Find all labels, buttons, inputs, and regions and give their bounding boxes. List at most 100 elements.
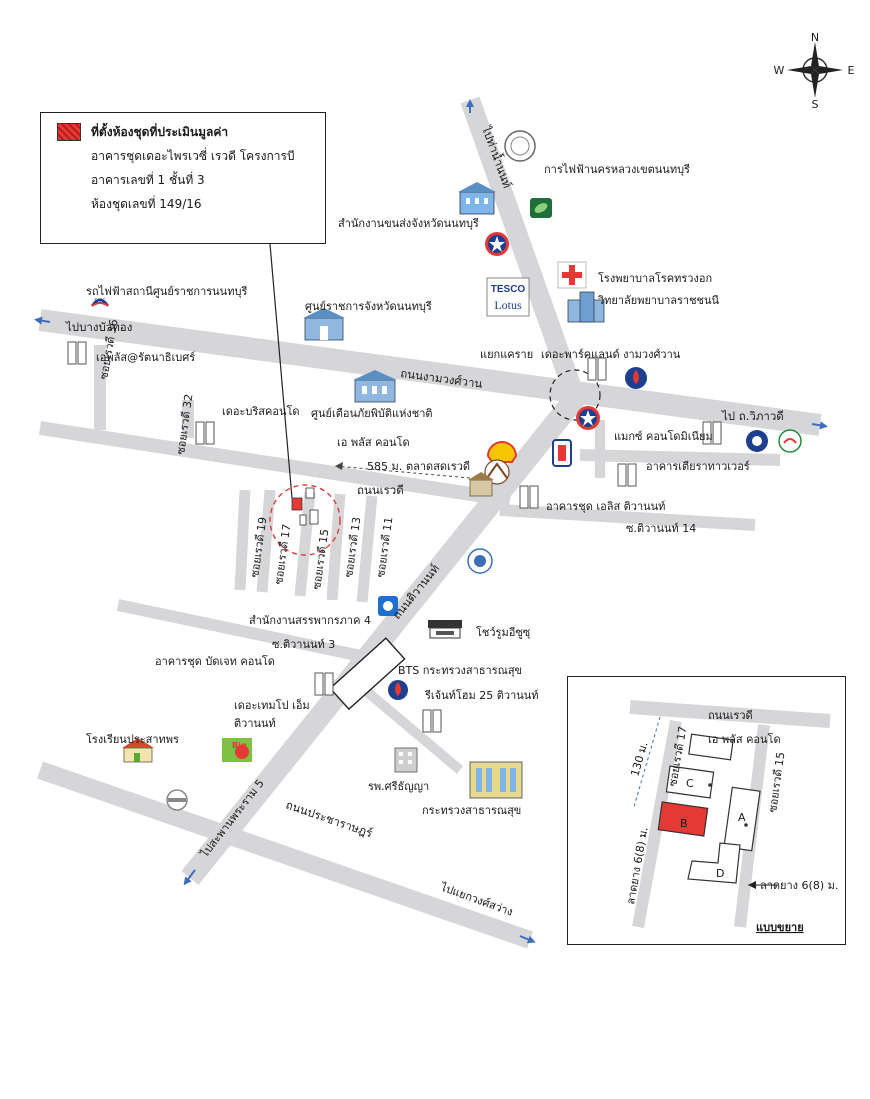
label-chest-hospital: โรงพยาบาลโรคทรวงอก xyxy=(598,271,712,285)
shell-logo-icon xyxy=(486,441,518,463)
label-bts-nonthaburi: รถไฟฟ้าสถานีศูนย์ราชการนนทบุรี xyxy=(86,285,247,298)
label-gov-center: ศูนย์ราชการจังหวัดนนทบุรี xyxy=(305,300,432,313)
label-srithanya: รพ.ศรีธัญญา xyxy=(368,780,429,793)
inset-label-a: A xyxy=(738,811,746,824)
inset-detail-map: ถนนเรวดี 130 ม. ซอยเรวดี 17 ซอยเรวดี 15 … xyxy=(567,676,846,945)
label-the-bliss: เดอะบริสคอนโด xyxy=(222,404,300,418)
ptt-logo-icon xyxy=(625,367,647,389)
road-rewadi xyxy=(38,421,512,507)
label-revenue-office: สำนักงานสรรพากรภาค 4 xyxy=(249,614,371,627)
srithanya-hospital-icon xyxy=(394,747,418,773)
label-the-park-land: เดอะพาร์คแลนด์ งามวงศ์วาน xyxy=(541,348,681,361)
fuel-station-logo-icon xyxy=(552,439,572,467)
label-soi-tiwanon-3: ซ.ติวานนท์ 3 xyxy=(272,638,335,651)
legend-pointer xyxy=(269,243,293,499)
inset-aplus-building xyxy=(688,733,734,761)
svg-text:BTS: BTS xyxy=(94,298,106,305)
label-tiara-tower: อาคารเตียราทาวเวอร์ xyxy=(646,460,750,473)
pea-logo-icon xyxy=(504,130,536,162)
inset-label-b: B xyxy=(680,817,688,830)
roads xyxy=(37,96,822,949)
condo-icons xyxy=(67,341,722,733)
label-budget-condo: อาคารชุด บัดเจท คอนโด xyxy=(155,654,275,668)
kbank-logo-icon xyxy=(778,429,802,453)
label-aplus-condo: เอ พลัส คอนโด xyxy=(337,435,410,449)
label-isuzu: โชว์รูมอีซูซุ xyxy=(476,625,531,639)
big-c-logo-icon: Big xyxy=(222,738,252,762)
road-tiwanon xyxy=(181,388,587,885)
label-khae-rai: แยกแคราย xyxy=(480,348,533,361)
label-nursing-college: วิทยาลัยพยาบาลราชชนนี xyxy=(597,294,719,307)
legend-line-3: อาคารเลขที่ 1 ชั้นที่ 3 xyxy=(91,173,205,187)
condo-icon xyxy=(422,709,442,733)
label-bts-ministry: BTS กระทรวงสาธารณสุข xyxy=(398,664,522,677)
condo-icon xyxy=(617,463,637,487)
bank-logo-icon xyxy=(746,430,768,452)
inset-aplus-label: เอ พลัส คอนโด xyxy=(708,732,781,746)
khae-rai-circle xyxy=(549,369,601,421)
label-the-tempo-2: ติวานนท์ xyxy=(234,717,276,730)
label-aplus-rattanathibet: เอพลัส@รัตนาธิเบศร์ xyxy=(96,351,195,364)
nursing-college-icon xyxy=(567,291,605,323)
green-leaf-logo-icon xyxy=(530,198,552,218)
label-distance-585: 585 ม. xyxy=(367,460,402,473)
hospital-cross-icon xyxy=(557,261,587,289)
inset-svg: ถนนเรวดี 130 ม. ซอยเรวดี 17 ซอยเรวดี 15 … xyxy=(624,700,838,934)
condo-icon xyxy=(67,341,87,365)
bts-logo-icon: BTS xyxy=(90,298,110,307)
label-max-condo: แมกซ์ คอนโดมิเนียม xyxy=(614,429,713,443)
inset-building-b xyxy=(657,801,709,837)
caltex-star-icon xyxy=(485,232,509,256)
lotus-text: Lotus xyxy=(494,298,522,312)
compass-e: E xyxy=(848,64,855,77)
condo-icon xyxy=(702,421,722,445)
label-regent-home: รีเจ้นท์โฮม 25 ติวานนท์ xyxy=(424,688,539,702)
transport-office-icon xyxy=(458,182,496,215)
label-prachachuen: ถนนประชาราษฎร์ xyxy=(284,798,374,841)
gov-center-icon xyxy=(303,308,345,341)
label-rewadi: ถนนเรวดี xyxy=(357,483,404,497)
label-disaster-center: ศูนย์เตือนภัยพิบัติแห่งชาติ xyxy=(311,407,433,420)
subject-circle xyxy=(269,484,341,556)
revenue-logo-icon xyxy=(378,596,398,616)
label-school: โรงเรียนประสาทพร xyxy=(86,732,179,746)
tesco-lotus-logo-icon: TESCO Lotus xyxy=(486,277,530,317)
tesco-text: TESCO xyxy=(491,284,526,295)
label-the-tempo: เดอะเทมโป เอ็ม xyxy=(234,698,310,712)
ptt-logo-icon-2 xyxy=(388,680,408,700)
road-ngamwongwan xyxy=(38,309,822,436)
inset-soi-15: ซอยเรวดี 15 xyxy=(766,751,787,813)
disaster-center-icon xyxy=(353,370,397,403)
inset-label-d: D xyxy=(716,867,724,880)
bts-station-bar xyxy=(329,637,406,711)
nissan-logo-icon xyxy=(166,789,188,811)
label-to-vibhavadi: ไป ถ.วิภาวดี xyxy=(721,409,784,423)
subject-building xyxy=(291,497,303,511)
distance-arrow xyxy=(334,465,471,479)
label-rewadi-market: ตลาดสดเรวดี xyxy=(406,460,470,473)
condo-icon xyxy=(519,485,539,509)
legend-line-1: ที่ตั้งห้องชุดที่ประเมินมูลค่า xyxy=(91,125,229,139)
inset-building-d xyxy=(687,842,741,884)
label-ellis-condo: อาคารชุด เอลิส ติวานนท์ xyxy=(546,500,665,513)
market-icon xyxy=(468,472,494,497)
compass-w: W xyxy=(774,64,785,77)
label-to-bang-bua-thong: ไปบางบัวทอง xyxy=(65,320,132,334)
seal-icon xyxy=(467,548,493,574)
legend-line-4: ห้องชุดเลขที่ 149/16 xyxy=(91,197,202,211)
condo-icon xyxy=(587,357,607,381)
inset-road-label: ถนนเรวดี xyxy=(708,709,753,722)
ministry-health-icon xyxy=(469,761,523,799)
compass-n: N xyxy=(811,31,819,44)
condo-icon xyxy=(195,421,215,445)
compass-rose-icon: N S W E xyxy=(774,31,855,111)
legend-swatch xyxy=(57,123,81,141)
inset-distance: 130 ม. xyxy=(628,740,650,777)
school-icon xyxy=(122,738,154,763)
inset-title: แบบขยาย xyxy=(756,921,804,934)
road-arrows xyxy=(34,99,828,944)
label-soi-17: ซอยเรวดี 17 xyxy=(272,523,293,585)
road-to-pier xyxy=(460,96,588,409)
inset-label-c: C xyxy=(686,777,694,790)
